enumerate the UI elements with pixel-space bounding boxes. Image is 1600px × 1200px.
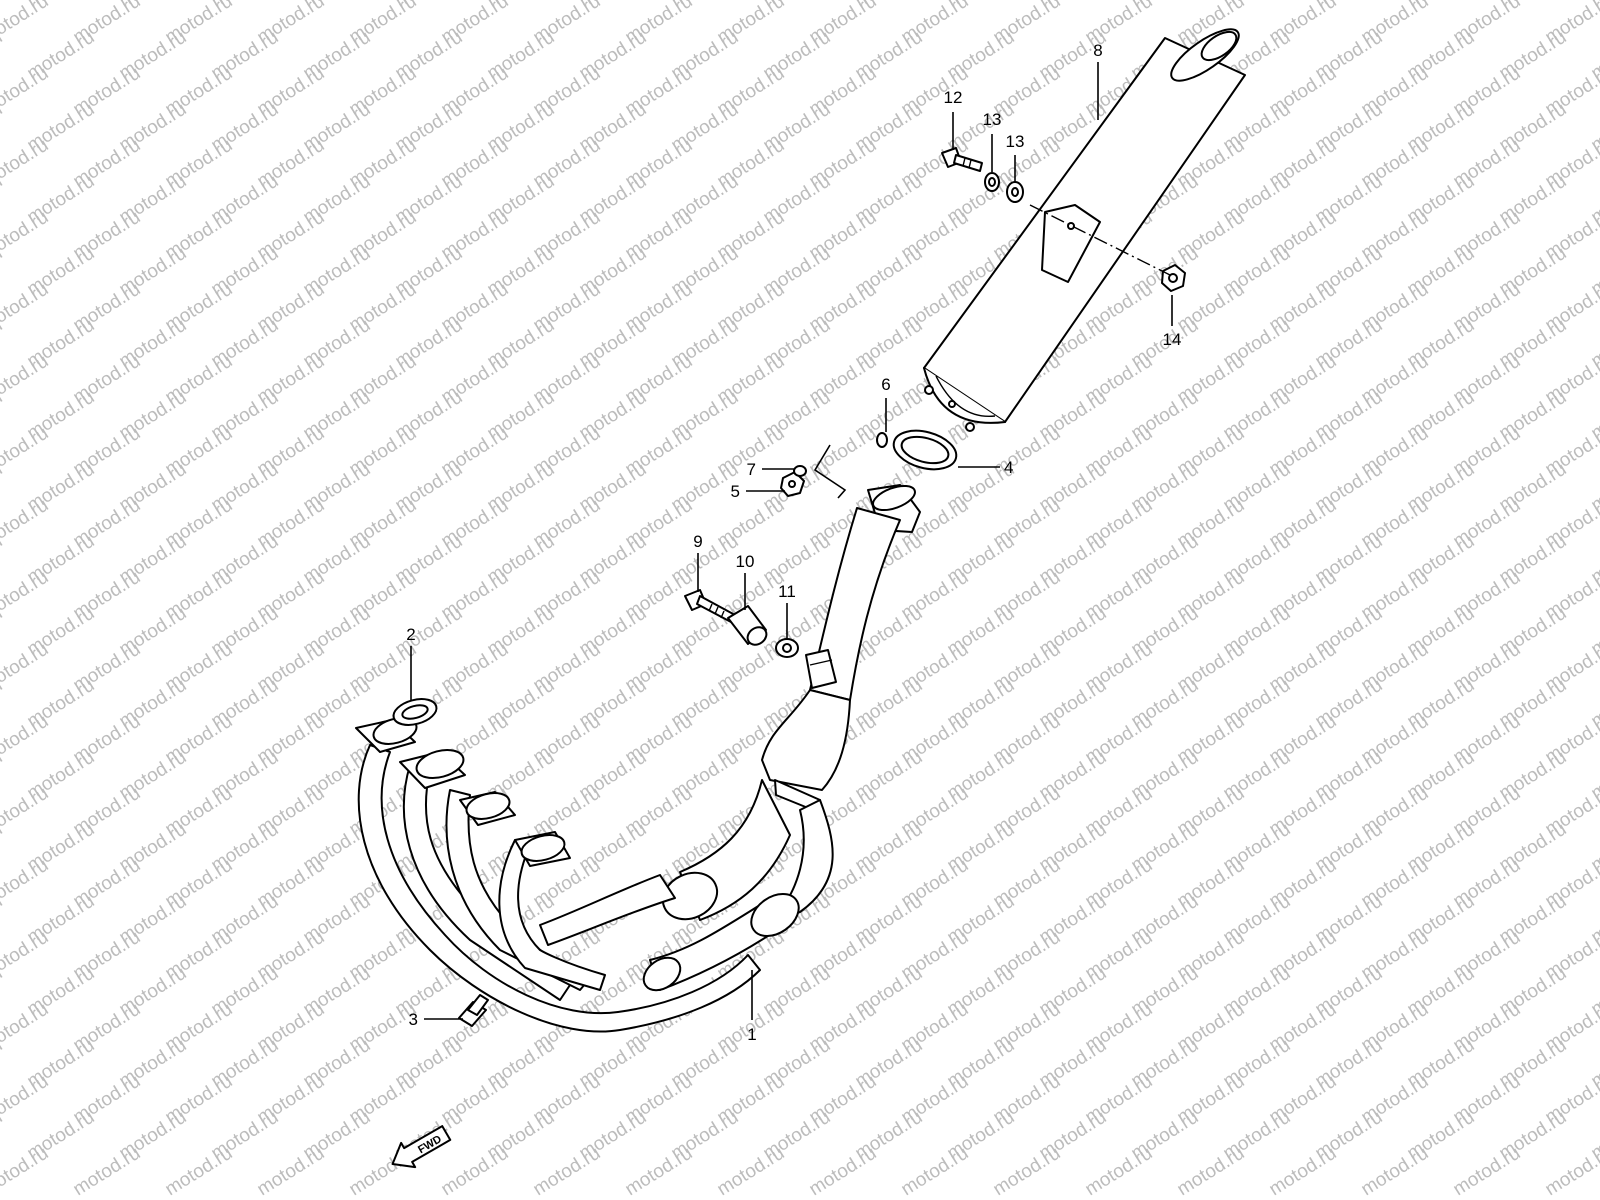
watermark-text: motod.ru: [714, 1143, 789, 1200]
watermark-text: motod.ru: [0, 639, 52, 697]
callout-3: 3: [409, 1010, 418, 1029]
callout-labels: 8 12 13 13 14 6 4 7 5 9 10 11 2 3 1: [406, 41, 1181, 1044]
watermark-text: motod.ru: [0, 855, 52, 913]
watermark-text: motod.ru: [898, 1143, 973, 1200]
watermark-text: motod.ru: [0, 351, 52, 409]
nut-part-14[interactable]: [1161, 264, 1186, 292]
callout-1: 1: [747, 1025, 756, 1044]
watermark-text: motod.ru: [0, 783, 52, 841]
callout-4: 4: [1004, 458, 1013, 477]
callout-12: 12: [944, 88, 963, 107]
watermark-text: motod.ru: [1082, 1143, 1157, 1200]
watermark-text: motod.ru: [622, 1143, 697, 1200]
assembly-centerlines: [813, 204, 1171, 499]
watermark-text: motod.ru: [1450, 1143, 1525, 1200]
callout-9: 9: [693, 532, 702, 551]
watermark-text: motod.ru: [0, 711, 52, 769]
watermark-text: motod.ru: [0, 1071, 52, 1129]
callout-14: 14: [1163, 330, 1182, 349]
watermark-text: motod.ru: [0, 927, 52, 985]
callout-10: 10: [736, 552, 755, 571]
watermark-text: motod.ru: [1542, 1143, 1600, 1200]
watermark-text: motod.ru: [438, 1143, 513, 1200]
watermark-text: motod.ru: [1358, 1143, 1433, 1200]
watermark-text: motod.ru: [70, 1143, 145, 1200]
gasket-ring-part-4[interactable]: [889, 424, 960, 475]
collar-part-11[interactable]: [775, 638, 799, 658]
watermark-text: motod.ru: [0, 207, 52, 265]
watermark-text: motod.ru: [0, 0, 52, 48]
washer-part-6[interactable]: [876, 432, 888, 448]
muffler-part[interactable]: [923, 21, 1246, 432]
watermark-text: motod.ru: [990, 1143, 1065, 1200]
watermark-text: motod.ru: [0, 1143, 52, 1200]
callout-5: 5: [731, 482, 740, 501]
watermark-text: motod.ru: [1174, 1143, 1249, 1200]
callout-6: 6: [881, 375, 890, 394]
watermark-text: motod.ru: [0, 567, 52, 625]
watermark-text: motod.ru: [530, 1143, 605, 1200]
leader-lines: [410, 62, 1173, 1020]
callout-11: 11: [778, 582, 796, 601]
callout-7: 7: [747, 460, 756, 479]
washer-part-7[interactable]: [793, 465, 807, 477]
watermark-text: motod.ru: [0, 135, 52, 193]
callout-8: 8: [1093, 41, 1102, 60]
watermark-text: motod.ru: [254, 1143, 329, 1200]
watermark-text: motod.ru: [0, 999, 52, 1057]
watermark-text: motod.ru: [806, 1143, 881, 1200]
callout-13a: 13: [983, 110, 1002, 129]
washer-part-13b[interactable]: [1006, 181, 1024, 203]
exhaust-pipe-assembly[interactable]: [355, 481, 921, 1033]
washer-part-13a[interactable]: [984, 172, 1000, 192]
gasket-part-2[interactable]: [391, 695, 440, 730]
stud-bolt-part-3[interactable]: [458, 994, 489, 1027]
watermark-text: motod.ru: [0, 279, 52, 337]
watermark-text: motod.ru: [0, 0, 6, 12]
callout-13b: 13: [1006, 132, 1025, 151]
callout-2: 2: [406, 625, 415, 644]
watermark-text: motod.ru: [1266, 1143, 1341, 1200]
watermark-text: motod.ru: [0, 495, 52, 553]
watermark-text: motod.ru: [0, 423, 52, 481]
watermark-text: motod.ru: [162, 1143, 237, 1200]
cushion-part-10[interactable]: [727, 605, 770, 648]
bolt-part-12[interactable]: [941, 147, 983, 172]
watermark-text: motod.ru: [0, 63, 52, 121]
